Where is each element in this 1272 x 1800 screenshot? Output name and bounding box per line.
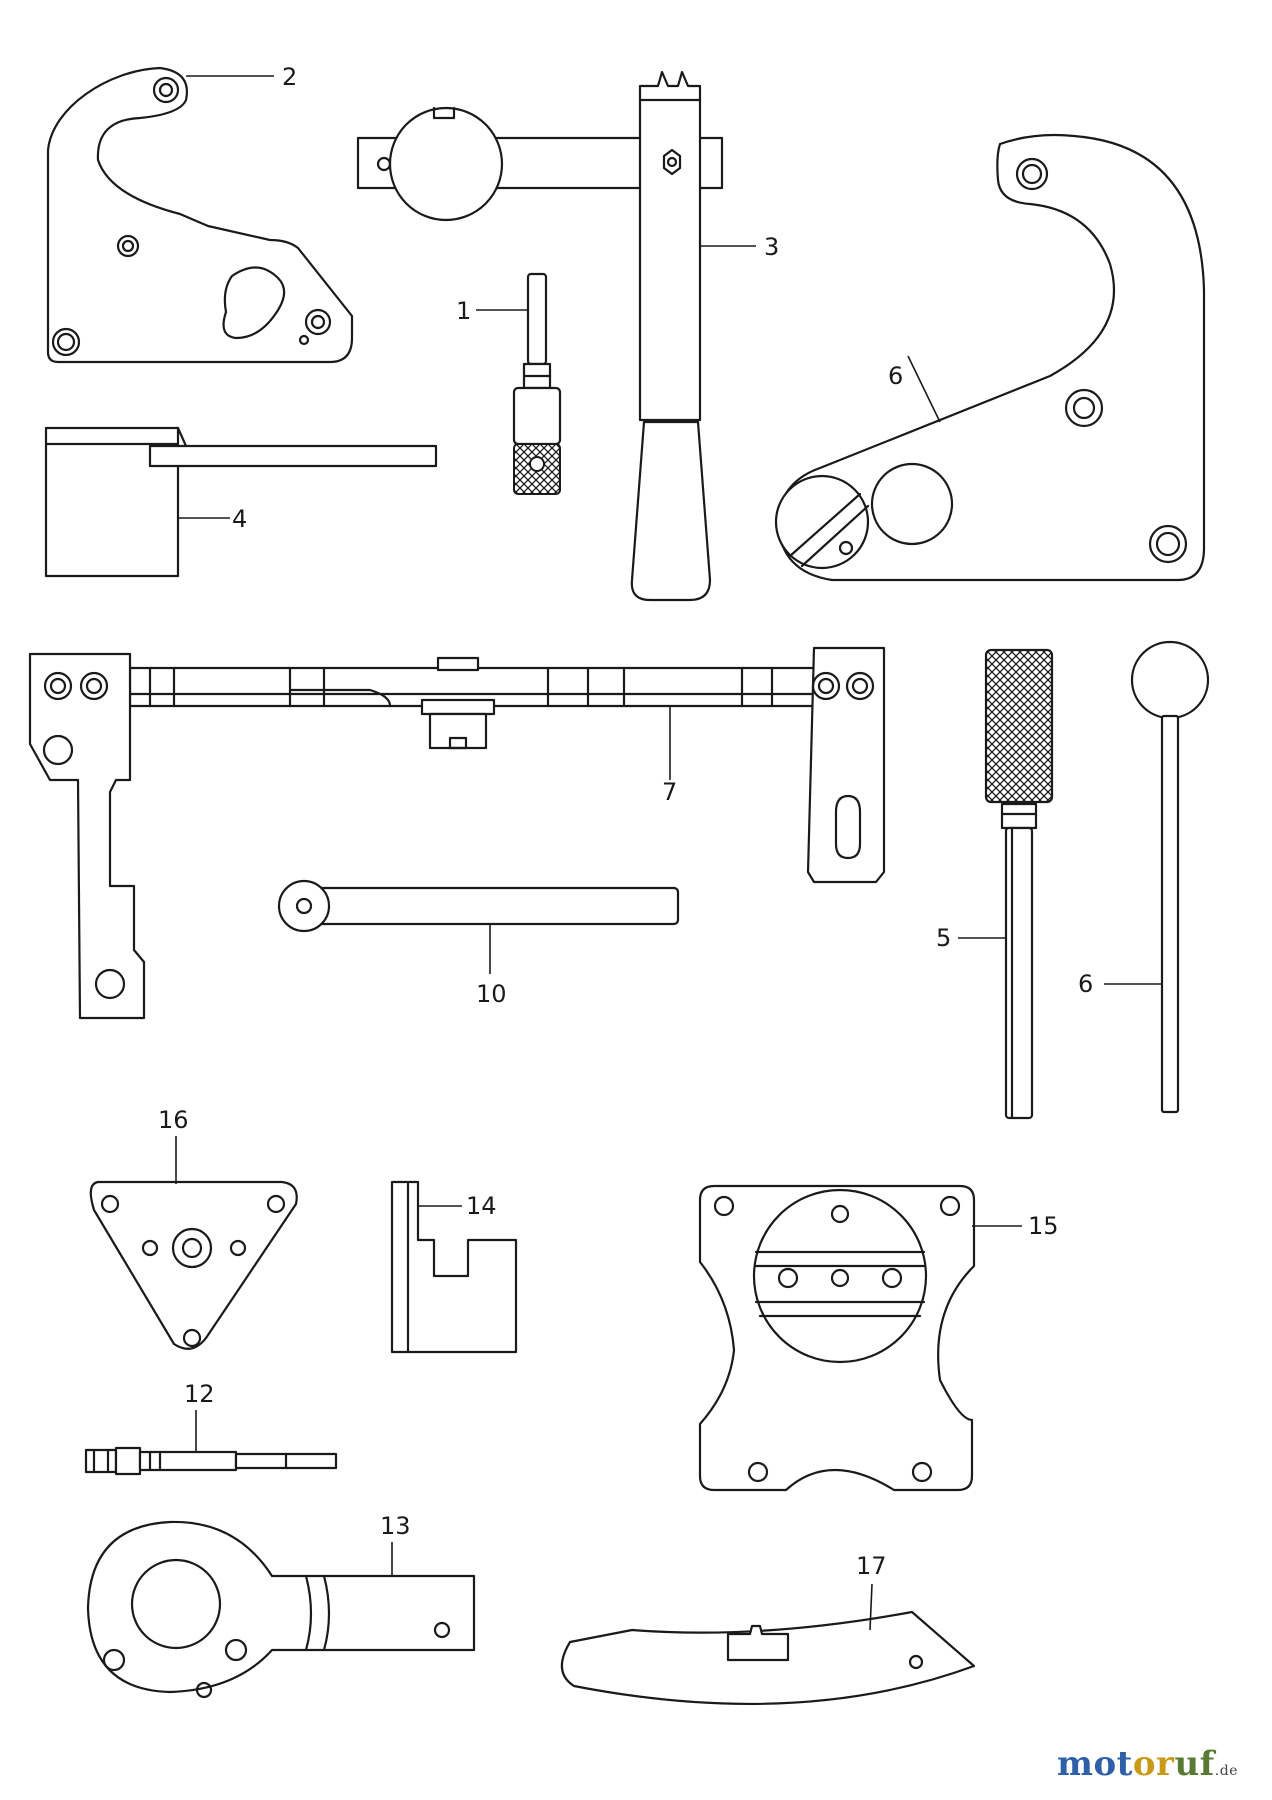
- part-2-bracket: [46, 66, 354, 364]
- part-7-ball-rod: [1130, 640, 1210, 1114]
- part-17-curved-gauge: [560, 1610, 976, 1705]
- part-6-large-plate: [774, 133, 1206, 582]
- callout-16: 16: [158, 1106, 189, 1134]
- part-13-ring-spanner: [86, 1520, 476, 1699]
- part-10-lever: [277, 879, 680, 933]
- callout-7: 6: [1078, 970, 1093, 998]
- callout-1: 1: [456, 297, 471, 325]
- motoruf-watermark: motoruf.de: [1056, 1744, 1238, 1784]
- part-9-bar-assembly: [28, 646, 886, 1020]
- callout-4: 4: [232, 505, 247, 533]
- part-5-knurled-pin: [984, 648, 1054, 1120]
- callout-2: 2: [282, 63, 297, 91]
- callout-9: 7: [662, 778, 677, 806]
- callout-15: 15: [1028, 1212, 1059, 1240]
- part-14-step-block: [390, 1180, 518, 1354]
- callout-12: 12: [184, 1380, 215, 1408]
- part-15-square-plate: [698, 1184, 976, 1492]
- part-16-triangle-plate: [89, 1180, 298, 1350]
- callout-14: 14: [466, 1192, 497, 1220]
- callout-6: 6: [888, 362, 903, 390]
- callout-3: 3: [764, 233, 779, 261]
- part-4-block-rod: [44, 426, 438, 578]
- callout-10: 10: [476, 980, 507, 1008]
- part-12-bolt: [84, 1446, 338, 1476]
- callout-5: 5: [936, 924, 951, 952]
- part-1-pin: [512, 272, 562, 495]
- callout-17: 17: [856, 1552, 887, 1580]
- part-3-handle-tool: [356, 70, 724, 602]
- callout-13: 13: [380, 1512, 411, 1540]
